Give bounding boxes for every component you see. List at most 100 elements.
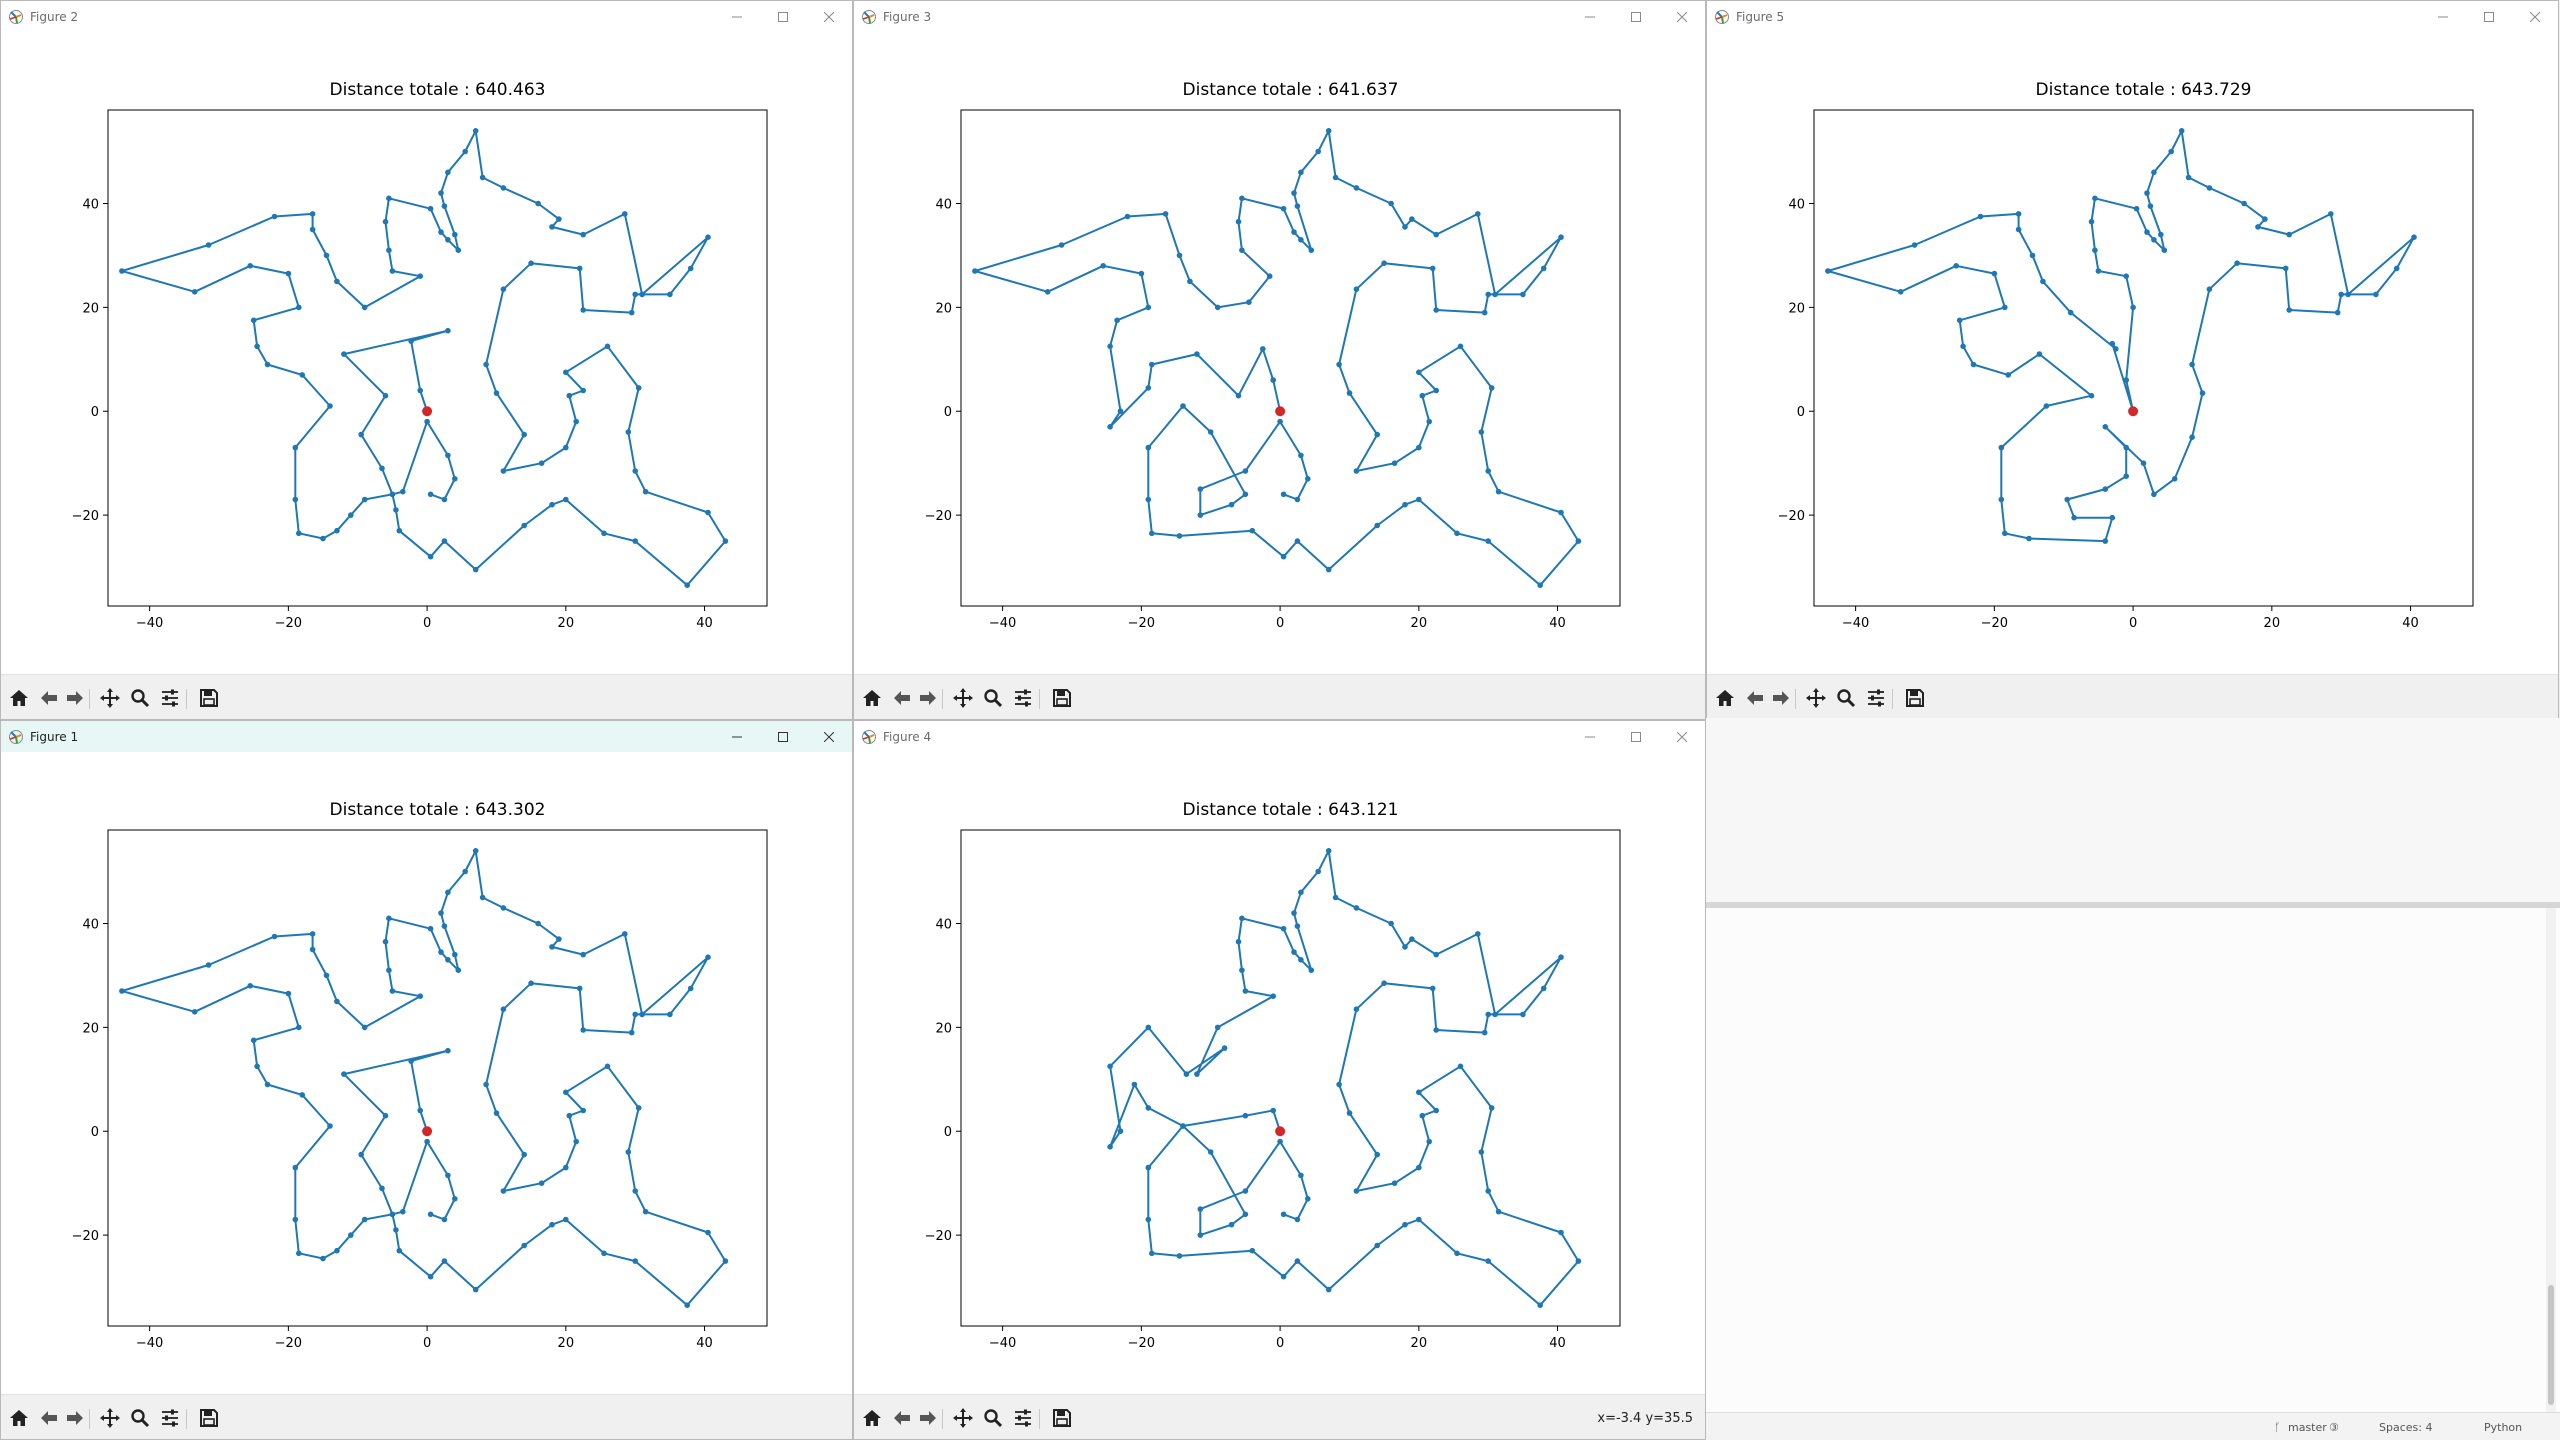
- pan-button[interactable]: [98, 686, 122, 710]
- x-tick-label: −20: [1128, 616, 1155, 631]
- minimize-button[interactable]: [1567, 721, 1613, 752]
- city-point: [563, 1164, 569, 1171]
- close-button[interactable]: [1659, 721, 1705, 752]
- back-arrow-button[interactable]: [890, 686, 914, 710]
- close-button[interactable]: [806, 1, 852, 32]
- zoom-button[interactable]: [1834, 686, 1858, 710]
- zoom-button[interactable]: [981, 1406, 1005, 1430]
- save-button[interactable]: [1903, 686, 1927, 710]
- city-point: [361, 304, 368, 311]
- minimize-button[interactable]: [1567, 1, 1613, 32]
- maximize-button[interactable]: [1613, 1, 1659, 32]
- figure-window[interactable]: Figure 2 Distance totale : 640.463−40−20…: [0, 0, 853, 720]
- city-point: [1419, 1112, 1426, 1119]
- city-point: [2040, 278, 2046, 285]
- home-button[interactable]: [860, 686, 884, 710]
- save-button[interactable]: [1050, 686, 1074, 710]
- window-titlebar[interactable]: Figure 3: [854, 1, 1705, 32]
- save-button[interactable]: [197, 1406, 221, 1430]
- forward-arrow-button[interactable]: [916, 686, 940, 710]
- city-point: [1249, 1247, 1256, 1254]
- scrollbar-thumb[interactable]: [2548, 1285, 2554, 1405]
- pan-button[interactable]: [951, 1406, 975, 1430]
- city-point: [2092, 195, 2098, 202]
- home-button[interactable]: [7, 686, 31, 710]
- back-arrow-button[interactable]: [37, 1406, 61, 1430]
- maximize-button[interactable]: [1613, 721, 1659, 752]
- home-button[interactable]: [1713, 686, 1737, 710]
- maximize-button[interactable]: [2466, 1, 2512, 32]
- pan-button[interactable]: [1804, 686, 1828, 710]
- configure-subplots-button[interactable]: [158, 686, 182, 710]
- back-arrow-button[interactable]: [37, 686, 61, 710]
- city-point: [1197, 512, 1204, 518]
- pan-button[interactable]: [951, 686, 975, 710]
- window-titlebar[interactable]: Figure 1: [1, 721, 852, 752]
- home-button[interactable]: [860, 1406, 884, 1430]
- city-point: [1416, 1089, 1422, 1096]
- configure-subplots-button[interactable]: [1011, 1406, 1035, 1430]
- language-mode[interactable]: Python: [2484, 1421, 2523, 1434]
- figure-window[interactable]: Figure 3 Distance totale : 641.637−40−20…: [853, 0, 1706, 720]
- minimize-button[interactable]: [714, 721, 760, 752]
- minimize-button[interactable]: [714, 1, 760, 32]
- save-button[interactable]: [1050, 1406, 1074, 1430]
- save-button[interactable]: [197, 686, 221, 710]
- window-titlebar[interactable]: Figure 5: [1707, 1, 2558, 32]
- back-arrow-button[interactable]: [890, 1406, 914, 1430]
- vertical-scrollbar[interactable]: [2546, 908, 2556, 1412]
- city-point: [580, 951, 586, 958]
- city-point: [2171, 476, 2178, 482]
- indentation-status[interactable]: Spaces: 4: [2379, 1421, 2433, 1434]
- configure-subplots-button[interactable]: [1011, 686, 1035, 710]
- editor-panel[interactable]: [1706, 908, 2560, 1412]
- x-tick-label: 40: [696, 616, 713, 631]
- zoom-button[interactable]: [128, 1406, 152, 1430]
- city-point: [628, 309, 635, 316]
- maximize-button[interactable]: [760, 1, 806, 32]
- home-button[interactable]: [7, 1406, 31, 1430]
- city-point: [1485, 1011, 1491, 1018]
- forward-arrow-button[interactable]: [63, 686, 87, 710]
- figure-window[interactable]: Figure 1 Distance totale : 643.302−40−20…: [0, 720, 853, 1440]
- git-branch-icon[interactable]: ᚴ: [2274, 1421, 2281, 1434]
- window-titlebar[interactable]: Figure 4: [854, 721, 1705, 752]
- minimize-button[interactable]: [2420, 1, 2466, 32]
- pan-button[interactable]: [98, 1406, 122, 1430]
- forward-arrow-button[interactable]: [1769, 686, 1793, 710]
- maximize-icon: [1631, 731, 1641, 742]
- window-titlebar[interactable]: Figure 2: [1, 1, 852, 32]
- maximize-button[interactable]: [760, 721, 806, 752]
- figure-window[interactable]: Figure 4 Distance totale : 643.121−40−20…: [853, 720, 1706, 1440]
- forward-arrow-button[interactable]: [63, 1406, 87, 1430]
- figure-window[interactable]: Figure 5 Distance totale : 643.729−40−20…: [1706, 0, 2559, 720]
- back-arrow-button[interactable]: [1743, 686, 1767, 710]
- city-point: [445, 957, 451, 963]
- city-point: [632, 1258, 638, 1264]
- git-branch-label[interactable]: master: [2288, 1421, 2327, 1434]
- close-button[interactable]: [1659, 1, 1705, 32]
- close-button[interactable]: [2512, 1, 2558, 32]
- forward-arrow-button[interactable]: [916, 1406, 940, 1430]
- configure-subplots-button[interactable]: [1864, 686, 1888, 710]
- matplotlib-app-icon: [1714, 9, 1730, 25]
- city-point: [580, 1107, 586, 1114]
- city-point: [1194, 351, 1200, 357]
- window-title: Figure 1: [30, 729, 79, 744]
- zoom-button[interactable]: [981, 686, 1005, 710]
- configure-subplots-button[interactable]: [158, 1406, 182, 1430]
- zoom-button[interactable]: [128, 686, 152, 710]
- city-point: [462, 868, 469, 875]
- close-button[interactable]: [806, 721, 852, 752]
- panel-divider[interactable]: [1706, 902, 2560, 908]
